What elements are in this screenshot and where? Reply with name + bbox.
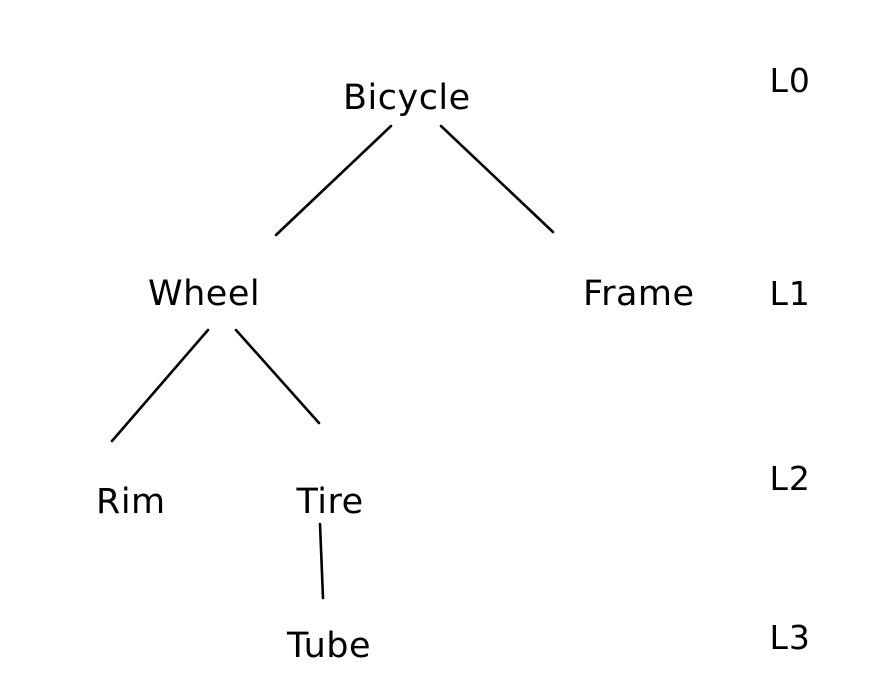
level-marker-l2: L2: [769, 458, 811, 498]
edge-tire-tube: [318, 522, 325, 600]
node-tire[interactable]: Tire: [296, 481, 364, 522]
node-rim[interactable]: Rim: [96, 481, 166, 522]
edge-wheel-rim: [110, 328, 210, 443]
node-bicycle[interactable]: Bicycle: [343, 77, 471, 118]
level-marker-l1: L1: [769, 273, 811, 313]
edge-wheel-tire: [234, 328, 321, 425]
node-tube[interactable]: Tube: [287, 625, 371, 666]
node-frame[interactable]: Frame: [583, 273, 695, 314]
level-marker-l3: L3: [769, 617, 811, 657]
level-marker-l0: L0: [769, 60, 811, 100]
edge-bicycle-wheel: [274, 124, 393, 237]
node-wheel[interactable]: Wheel: [148, 273, 261, 314]
edge-bicycle-frame: [439, 124, 555, 234]
